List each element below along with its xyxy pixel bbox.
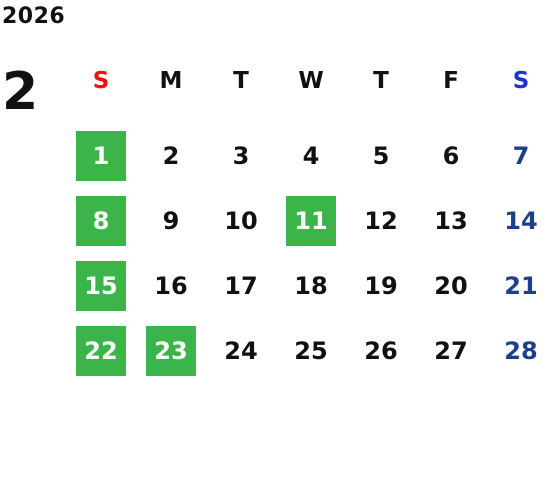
date-number: 18 [294, 271, 328, 300]
holiday-date: 15 [76, 260, 126, 311]
day-cell[interactable]: 8 [66, 195, 136, 246]
day-cell[interactable]: 3 [206, 131, 276, 181]
holiday-date: 23 [146, 325, 196, 376]
day-cell[interactable]: 27 [416, 326, 486, 376]
weekday-fri: F [443, 68, 459, 94]
date-number: 5 [372, 141, 390, 170]
day-cell[interactable]: 13 [416, 196, 486, 246]
date-number: 28 [504, 336, 538, 365]
date-number: 16 [154, 271, 188, 300]
holiday-date: 1 [76, 130, 126, 181]
date-number: 12 [364, 206, 398, 235]
day-cell[interactable]: 2 [136, 131, 206, 181]
date-number: 4 [302, 141, 320, 170]
holiday-date: 8 [76, 195, 126, 246]
day-cell[interactable]: 23 [136, 325, 206, 376]
day-cell[interactable]: 18 [276, 261, 346, 311]
day-cell[interactable]: 20 [416, 261, 486, 311]
weekday-header-row: S M T W T F S [66, 58, 548, 104]
day-cell[interactable]: 11 [276, 195, 346, 246]
date-number: 3 [232, 141, 250, 170]
day-cell[interactable]: 24 [206, 326, 276, 376]
week-row: 1 2 3 4 5 6 7 [66, 123, 548, 188]
month-number: 2 [2, 62, 39, 122]
day-cell[interactable]: 7 [486, 131, 548, 181]
date-number: 24 [224, 336, 258, 365]
day-cell[interactable]: 25 [276, 326, 346, 376]
weekday-wed: W [298, 68, 324, 94]
date-number: 17 [224, 271, 258, 300]
date-number: 21 [504, 271, 538, 300]
day-cell[interactable]: 9 [136, 196, 206, 246]
weekday-sat: S [512, 68, 530, 94]
week-row: 8 9 10 11 12 13 14 [66, 188, 548, 253]
day-cell[interactable]: 4 [276, 131, 346, 181]
date-number: 19 [364, 271, 398, 300]
day-cell[interactable]: 10 [206, 196, 276, 246]
week-row: 15 16 17 18 19 20 21 [66, 253, 548, 318]
year-label: 2026 [2, 4, 66, 29]
day-cell[interactable]: 21 [486, 261, 548, 311]
date-number: 27 [434, 336, 468, 365]
date-number: 20 [434, 271, 468, 300]
weekday-sun: S [92, 68, 110, 94]
day-cell[interactable]: 5 [346, 131, 416, 181]
date-number: 2 [162, 141, 180, 170]
day-cell[interactable]: 14 [486, 196, 548, 246]
day-cell[interactable]: 22 [66, 325, 136, 376]
date-number: 14 [504, 206, 538, 235]
holiday-date: 11 [286, 195, 336, 246]
day-cell[interactable]: 26 [346, 326, 416, 376]
day-cell[interactable]: 6 [416, 131, 486, 181]
day-cell[interactable]: 28 [486, 326, 548, 376]
day-cell[interactable]: 1 [66, 130, 136, 181]
date-number: 9 [162, 206, 180, 235]
date-number: 25 [294, 336, 328, 365]
day-cell[interactable]: 16 [136, 261, 206, 311]
weekday-tue: T [233, 68, 249, 94]
date-number: 7 [512, 141, 530, 170]
holiday-date: 22 [76, 325, 126, 376]
day-cell[interactable]: 19 [346, 261, 416, 311]
day-cell[interactable]: 15 [66, 260, 136, 311]
weekday-thu: T [373, 68, 389, 94]
day-cell[interactable]: 17 [206, 261, 276, 311]
date-number: 26 [364, 336, 398, 365]
date-number: 10 [224, 206, 258, 235]
weekday-mon: M [159, 68, 183, 94]
week-row: 22 23 24 25 26 27 28 [66, 318, 548, 383]
date-number: 13 [434, 206, 468, 235]
date-number: 6 [442, 141, 460, 170]
day-cell[interactable]: 12 [346, 196, 416, 246]
